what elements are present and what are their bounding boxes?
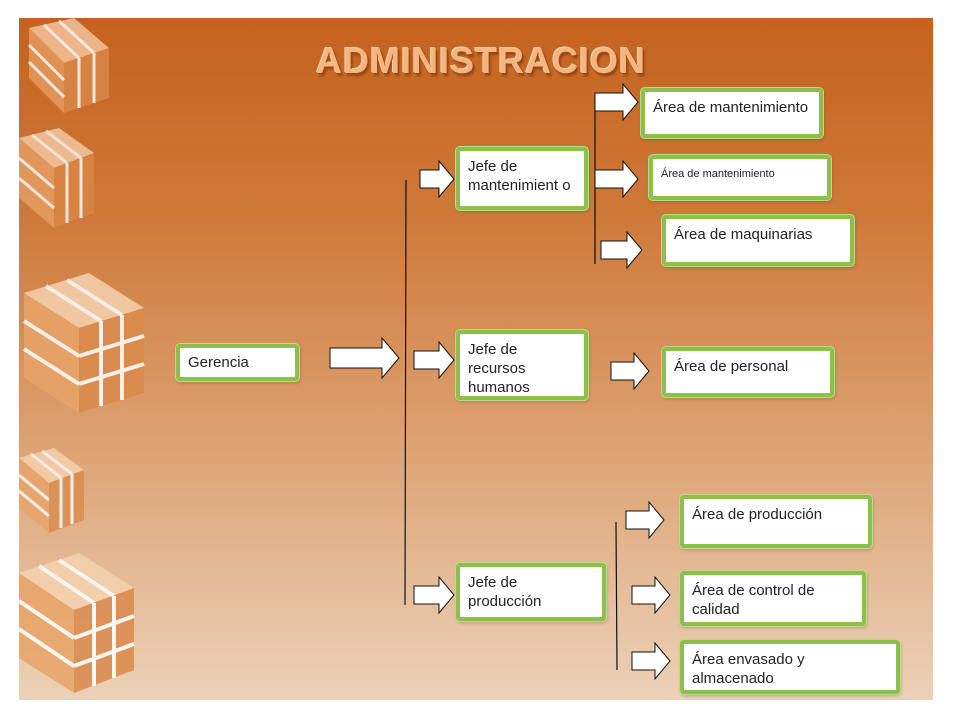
arrow-to-jefe-mantenimiento (419, 159, 455, 199)
arrow-to-area-produccion (625, 500, 665, 540)
slide-background: ADMINISTRACION Gerencia Jefe de mantenim… (19, 18, 933, 700)
node-jefe-mantenimiento: Jefe de mantenimient o (456, 147, 588, 210)
node-gerencia: Gerencia (176, 344, 299, 381)
arrow-to-jefe-produccion (413, 575, 455, 615)
arrow-to-area-envasado (631, 641, 671, 681)
connector-layer (329, 82, 671, 681)
diagram-title: ADMINISTRACION (316, 40, 646, 81)
node-area-produccion: Área de producción (680, 495, 872, 548)
arrow-to-area-mantenimiento-2 (594, 159, 639, 199)
trunk-line-produccion (615, 521, 618, 671)
arrow-gerencia (329, 336, 400, 380)
cube-decoration-1 (27, 18, 109, 113)
arrow-to-area-personal (610, 351, 650, 391)
trunk-line-main (404, 179, 407, 606)
node-area-personal: Área de personal (662, 347, 834, 397)
cube-decoration-4 (19, 448, 84, 533)
node-area-mantenimiento-2: Área de mantenimiento (649, 155, 831, 200)
arrow-to-jefe-rrhh (413, 340, 455, 380)
node-area-mantenimiento-1: Área de mantenimiento (641, 88, 823, 138)
arrow-to-area-maquinarias (600, 230, 643, 270)
cube-decoration-2 (19, 128, 94, 228)
node-area-maquinarias: Área de maquinarias (662, 215, 854, 266)
node-jefe-recursos-humanos: Jefe de recursos humanos (456, 330, 588, 400)
arrow-to-area-control-calidad (631, 575, 671, 615)
node-area-envasado-almacenado: Área envasado y almacenado (680, 640, 900, 694)
cube-decoration-3 (22, 273, 145, 413)
node-area-control-calidad: Área de control de calidad (680, 571, 866, 626)
cube-decoration-5 (19, 553, 135, 693)
node-jefe-produccion: Jefe de producción (456, 563, 606, 621)
decorative-cubes (19, 18, 145, 693)
arrow-to-area-mantenimiento-1 (594, 82, 639, 122)
